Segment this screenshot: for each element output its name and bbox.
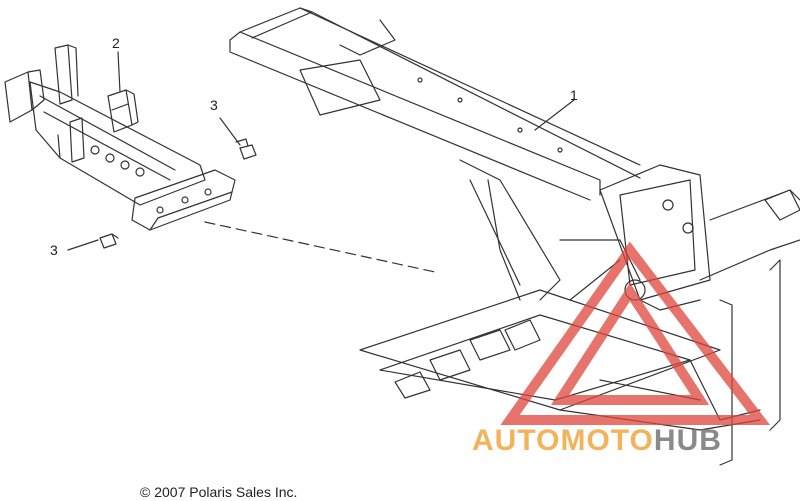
front-subframe-part	[4, 44, 236, 231]
watermark-text-part2: HUB	[653, 424, 722, 457]
watermark-text: AUTOMOTOHUB	[472, 424, 722, 458]
bolt-lower-part	[99, 233, 119, 249]
bracket-part	[107, 89, 139, 133]
callout-frame: 1	[570, 87, 578, 103]
watermark-text-part1: AUTOMOTO	[472, 424, 654, 457]
watermark-logo	[500, 241, 771, 425]
bolt-upper-part	[235, 138, 257, 160]
callout-bolt-lower: 3	[50, 242, 58, 258]
callout-bolt-upper: 3	[210, 97, 218, 113]
leader-lines	[67, 51, 575, 273]
callout-bracket: 2	[112, 35, 120, 51]
main-frame-part	[229, 7, 800, 466]
copyright-notice: © 2007 Polaris Sales Inc.	[140, 484, 298, 500]
